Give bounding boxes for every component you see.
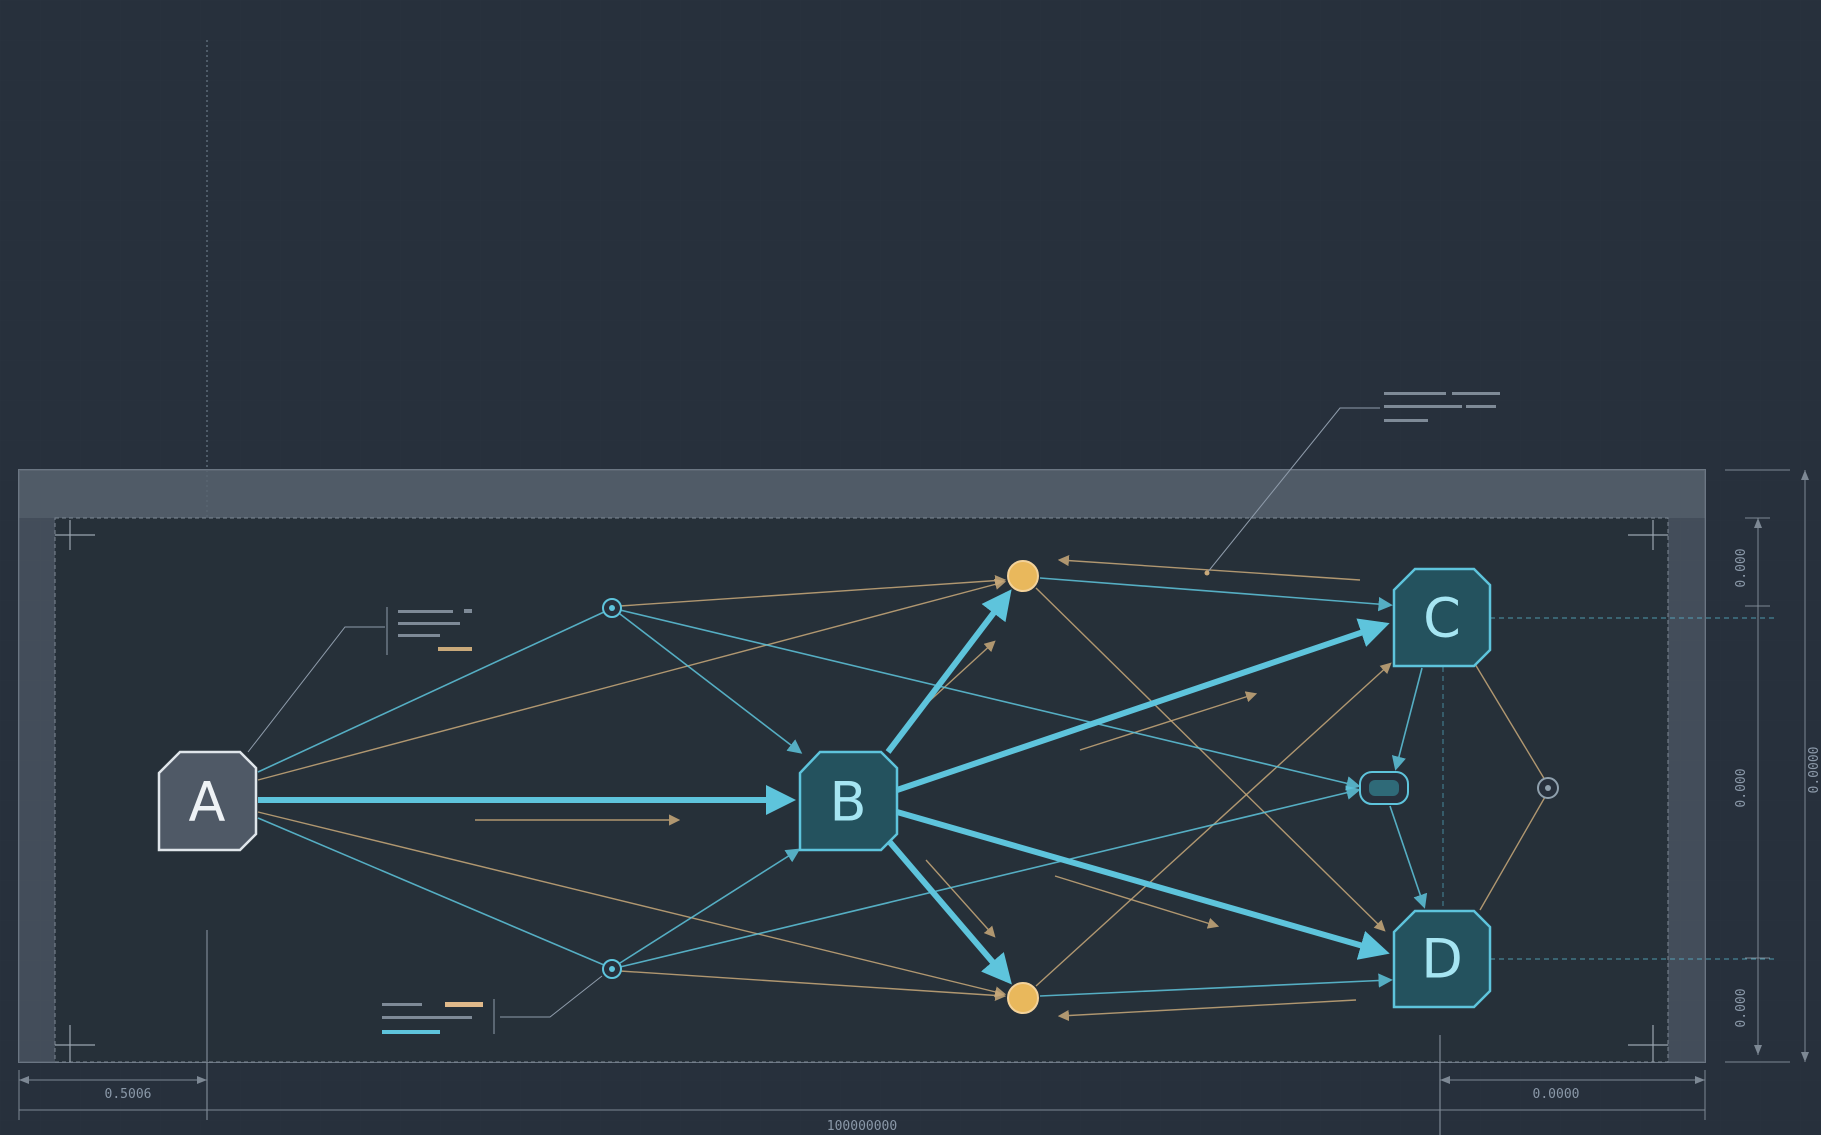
edge-a-to-gold-bottom [257, 811, 1007, 998]
corner-mark-bottom-right [1628, 1025, 1668, 1062]
edge-return-bottom [1057, 999, 1357, 1022]
dim-right-bottom: 0.000 [1734, 988, 1749, 1027]
annotation-top-right [1204, 392, 1500, 576]
flow-hint-b-c [1079, 691, 1258, 751]
junction-capsule-inner [1369, 780, 1399, 796]
node-c-label: C [1423, 587, 1461, 650]
secondary-edges-tan [257, 555, 1546, 1022]
dim-right-top: 0.000 [1734, 548, 1749, 587]
edge-c-to-jfr [1474, 663, 1546, 781]
edge-jtl-to-capsule [619, 609, 1361, 791]
flow-hint-b-gold-top [923, 640, 996, 707]
edge-gold-bottom-to-d [1039, 973, 1393, 997]
dimension-right: 0.000 0.000 0.000 0.0000 [1725, 469, 1821, 1063]
node-a-shape [157, 750, 258, 852]
flow-hint-b-d [1054, 875, 1220, 929]
edge-a-to-gold-top [257, 578, 1007, 781]
node-d-label: D [1421, 928, 1463, 991]
edge-c-to-capsule [1391, 667, 1423, 771]
node-b-label: B [829, 771, 866, 834]
corner-mark-top-left [55, 520, 95, 550]
edge-gold-top-to-d [1035, 587, 1386, 932]
edge-a-to-jbl [257, 817, 605, 966]
corner-mark-top-right [1628, 520, 1668, 550]
edge-jbl-to-gold-bottom [619, 970, 1007, 1002]
frame-left-band [19, 518, 55, 1062]
dim-bottom-left: 0.5006 [105, 1087, 152, 1102]
edge-a-to-jtl [257, 611, 605, 773]
edge-jbl-to-b [619, 848, 801, 964]
edge-gold-top-to-c [1039, 577, 1393, 612]
annotation-bottom-left [382, 975, 603, 1034]
node-d[interactable]: D [1392, 909, 1492, 1009]
edge-jbl-to-capsule [619, 785, 1361, 968]
edge-jfr-to-d [1479, 796, 1546, 911]
edge-primary-b-to-c [896, 618, 1390, 793]
frame-top-band [19, 470, 1705, 518]
node-a[interactable]: A [157, 750, 258, 852]
node-c[interactable]: C [1392, 567, 1492, 668]
dim-bottom-right: 0.0000 [1533, 1087, 1580, 1102]
frame-right-band [1668, 518, 1705, 1062]
edge-capsule-to-d [1389, 805, 1428, 909]
edge-primary-b-to-gold-top [885, 589, 1012, 754]
dim-right-mid: 0.000 [1734, 768, 1749, 807]
edge-primary-b-to-d [896, 809, 1390, 960]
secondary-edges-teal [257, 577, 1428, 997]
edge-jtl-to-gold-top [619, 575, 1007, 607]
junction-far-right-dot [1545, 785, 1551, 791]
junction-top-gold [1007, 560, 1039, 592]
edge-jtl-to-b [619, 613, 803, 754]
node-b[interactable]: B [798, 750, 899, 852]
frame-inner-border [54, 517, 1669, 1063]
junction-top-left-dot [609, 605, 615, 611]
dimension-bottom: 0.5006 0.0000 100000000 [18, 1070, 1706, 1134]
primary-edges [258, 589, 1390, 985]
node-c-shape [1392, 567, 1492, 668]
node-a-label: A [189, 771, 226, 834]
flow-hint-b-gold-bottom [925, 859, 996, 938]
dim-right-total: 0.0000 [1807, 747, 1821, 794]
junction-bottom-gold [1007, 982, 1039, 1014]
node-d-shape [1392, 909, 1492, 1009]
dim-bottom-total: 100000000 [827, 1119, 897, 1134]
corner-mark-bottom-left [55, 1025, 95, 1062]
edge-primary-b-to-gold-bottom [885, 838, 1012, 985]
junctions [602, 560, 1559, 1014]
node-b-shape [798, 750, 899, 852]
annotation-top-left [247, 607, 472, 753]
junction-bottom-left-dot [609, 966, 615, 972]
